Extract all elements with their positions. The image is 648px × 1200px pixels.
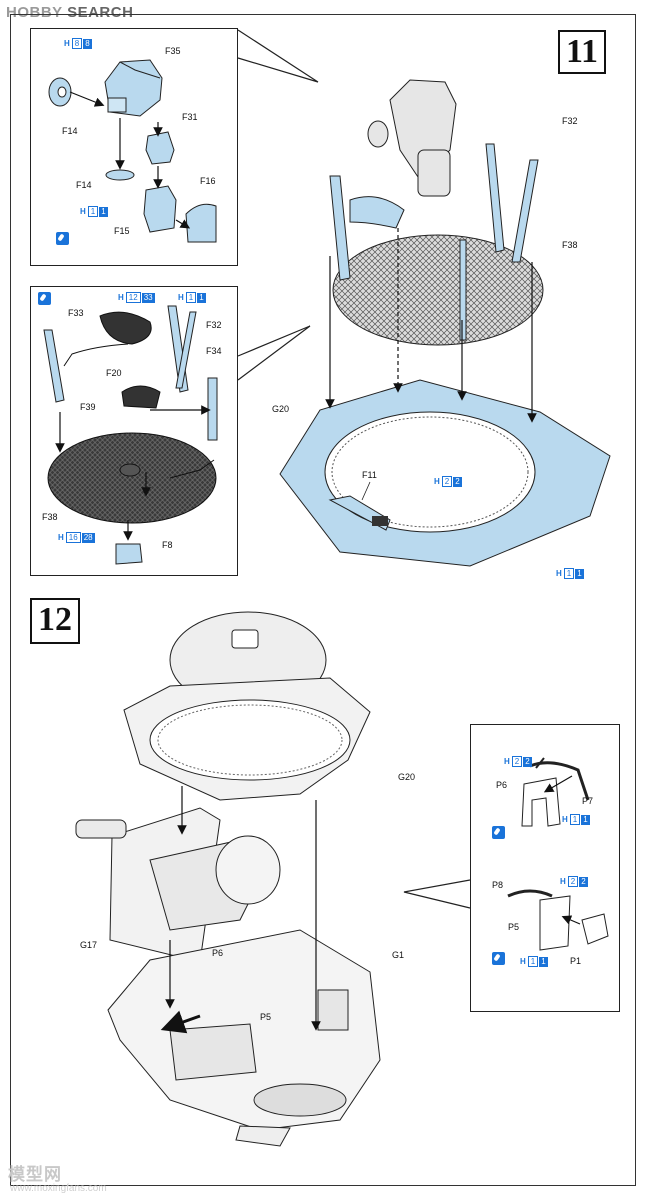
tag-outline-number: 12 [125,292,141,303]
tag-filled-number: 33 [141,292,155,303]
inset-b-part-tag-3: H 16 28 [58,532,95,543]
watermark-brand-b: SEARCH [67,4,134,21]
tag-outline-number: 2 [441,476,453,487]
glue-icon [38,292,51,305]
tag-filled-number: 28 [81,532,95,543]
label-p6-inset: P6 [496,780,508,790]
inset-c-part-tag-2: H 1 1 [562,814,590,825]
tag-filled-number: 1 [575,568,584,579]
label-f31: F31 [182,112,198,122]
tag-h: H [556,569,562,578]
tag-filled-number: 2 [453,476,462,487]
label-p6-main: P6 [212,948,224,958]
inset-c-drawing [403,757,609,951]
instruction-page-frame [10,14,636,1186]
label-g20-step12: G20 [398,772,416,782]
label-p8: P8 [492,880,504,890]
tag-h: H [504,757,510,766]
label-p5-inset: P5 [508,922,520,932]
f11-part-tag: H 2 2 [434,476,462,487]
tag-h: H [434,477,440,486]
inset-a-part-tag-2: H 1 1 [80,206,108,217]
label-f14-lower: F14 [76,180,92,190]
label-p7: P7 [582,796,594,806]
label-f14-upper: F14 [62,126,78,136]
label-p5-main: P5 [260,1012,272,1022]
tag-h: H [58,533,64,542]
inset-c-part-tag-4: H 1 1 [520,956,548,967]
inset-c-part-tag-3: H 2 2 [560,876,588,887]
ring-part-tag: H 1 1 [556,568,584,579]
tag-outline-number: 1 [185,292,197,303]
label-f8: F8 [162,540,173,550]
label-f38-main: F38 [562,240,578,250]
step11-main-drawing [279,79,611,567]
tag-outline-number: 1 [569,814,581,825]
label-f33: F33 [68,308,84,318]
tag-h: H [178,293,184,302]
tag-h: H [118,293,124,302]
label-f20: F20 [106,368,122,378]
step12-main-drawing [75,611,381,1147]
tag-h: H [80,207,86,216]
tag-h: H [562,815,568,824]
label-p1: P1 [570,956,582,966]
tag-outline-number: 1 [87,206,99,217]
tag-outline-number: 1 [563,568,575,579]
inset-a-box [30,28,238,266]
label-f39: F39 [80,402,96,412]
tag-filled-number: 1 [197,292,206,303]
tag-h: H [560,877,566,886]
label-g17: G17 [80,940,98,950]
label-f15: F15 [114,226,130,236]
label-f34: F34 [206,346,222,356]
glue-icon [492,952,505,965]
tag-filled-number: 1 [539,956,548,967]
inset-b-drawing [43,305,311,565]
tag-filled-number: 2 [579,876,588,887]
glue-icon [56,232,69,245]
label-f38: F38 [42,512,58,522]
inset-a-part-tag: H 8 8 [64,38,92,49]
tag-outline-number: 16 [65,532,81,543]
tag-filled-number: 1 [581,814,590,825]
step-number-11: 11 [558,30,606,74]
label-f32-main: F32 [562,116,578,126]
inset-b-part-tag-2: H 1 1 [178,292,206,303]
tag-outline-number: 1 [527,956,539,967]
site-watermark: 模型网 [8,1165,62,1184]
tag-filled-number: 8 [83,38,92,49]
tag-outline-number: 8 [71,38,83,49]
inset-b-box [30,286,238,576]
label-f16: F16 [200,176,216,186]
label-g1: G1 [392,950,405,960]
inset-a-drawing [48,29,319,243]
tag-filled-number: 2 [523,756,532,767]
tag-outline-number: 2 [567,876,579,887]
inset-c-part-tag-1: H 2 2 [504,756,532,767]
label-f35: F35 [165,46,181,56]
tag-filled-number: 1 [99,206,108,217]
tag-h: H [64,39,70,48]
inset-c-box [470,724,620,1012]
inset-b-part-tag-1: H 12 33 [118,292,155,303]
tag-h: H [520,957,526,966]
site-watermark-url: www.moxingfans.com [10,1183,107,1194]
hobbysearch-watermark: HOBBY SEARCH [6,4,133,21]
label-f11: F11 [362,470,377,480]
watermark-brand-a: HOBBY [6,4,63,21]
glue-icon [492,826,505,839]
label-f32: F32 [206,320,222,330]
step-number-12: 12 [30,598,80,644]
tag-outline-number: 2 [511,756,523,767]
label-g20-step11: G20 [272,404,290,414]
